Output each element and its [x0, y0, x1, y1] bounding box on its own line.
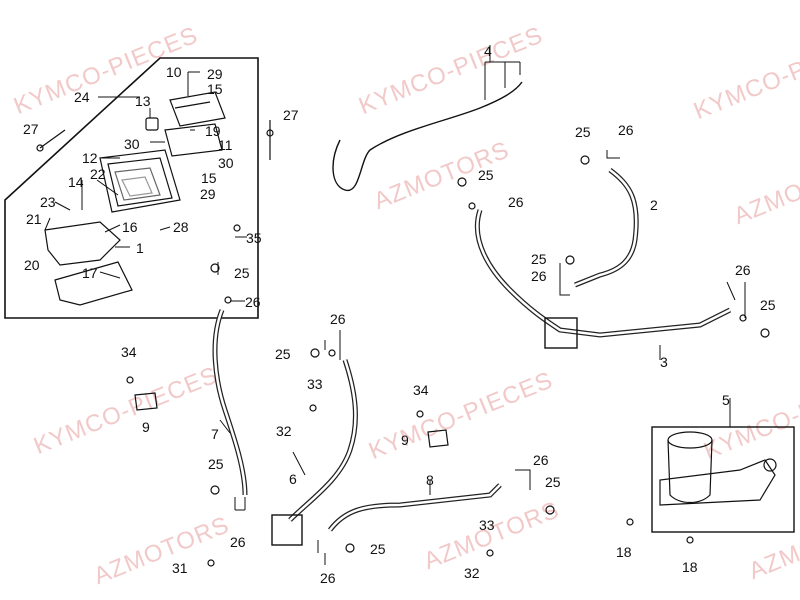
callout-32-center: 32	[464, 565, 480, 581]
callout-26-c: 26	[508, 194, 524, 210]
master-cylinder-reservoir	[99, 149, 181, 213]
lever-bracket	[44, 221, 121, 266]
callout-29-mid: 29	[200, 186, 216, 202]
callout-25-g: 25	[275, 346, 291, 362]
callout-33-center: 33	[479, 517, 495, 533]
assembly-frame	[4, 57, 259, 319]
callout-26-b: 26	[618, 122, 634, 138]
callout-10: 10	[166, 64, 182, 80]
leader-lines	[44, 45, 746, 565]
master-cylinder-frame	[651, 426, 795, 533]
callout-35: 35	[246, 230, 262, 246]
hose-8	[328, 483, 502, 532]
callout-26-d: 26	[531, 268, 547, 284]
callout-32-left: 32	[276, 423, 292, 439]
callout-26-f: 26	[230, 534, 246, 550]
callout-3: 3	[660, 354, 668, 370]
callout-25-c: 25	[478, 167, 494, 183]
callout-30-mid: 30	[218, 155, 234, 171]
callout-27-left: 27	[23, 121, 39, 137]
cable-4	[332, 81, 523, 191]
callout-7: 7	[211, 426, 219, 442]
screw-27-left	[36, 144, 44, 152]
junction-block-3	[544, 317, 578, 349]
clamp-13	[145, 117, 159, 131]
callout-21: 21	[26, 211, 42, 227]
callout-23: 23	[40, 194, 56, 210]
callout-31: 31	[172, 560, 188, 576]
callout-26-g: 26	[330, 311, 346, 327]
clip-9-center	[427, 429, 449, 448]
callout-5: 5	[722, 392, 730, 408]
callout-34-center: 34	[413, 382, 429, 398]
callout-27-right: 27	[283, 107, 299, 123]
callout-29-top: 29	[207, 66, 223, 82]
callout-26-h: 26	[533, 452, 549, 468]
reservoir-cap	[169, 91, 226, 127]
callout-12: 12	[82, 150, 98, 166]
callout-17: 17	[82, 265, 98, 281]
callout-25-h: 25	[545, 474, 561, 490]
callout-1: 1	[136, 240, 144, 256]
callout-20: 20	[24, 257, 40, 273]
callout-25-i: 25	[370, 541, 386, 557]
callout-14: 14	[68, 174, 84, 190]
callout-25-d: 25	[531, 251, 547, 267]
callout-25-b: 25	[575, 124, 591, 140]
lever-plate	[54, 261, 133, 306]
callout-6: 6	[289, 471, 297, 487]
callout-13: 13	[135, 93, 151, 109]
callout-25-f: 25	[208, 456, 224, 472]
callout-19: 19	[205, 123, 221, 139]
callout-18-right: 18	[682, 559, 698, 575]
callout-34-left: 34	[121, 344, 137, 360]
master-cylinder-5	[659, 431, 777, 506]
callout-26-e: 26	[735, 262, 751, 278]
clip-9-left	[134, 392, 158, 411]
callout-11: 11	[218, 137, 233, 153]
junction-block-6	[271, 514, 303, 546]
callout-25-a: 25	[234, 265, 250, 281]
callout-15-mid: 15	[201, 170, 217, 186]
callout-9-center: 9	[401, 432, 409, 448]
callout-18-left: 18	[616, 544, 632, 560]
callout-25-e: 25	[760, 297, 776, 313]
callout-26-i: 26	[320, 570, 336, 586]
callout-9-left: 9	[142, 419, 150, 435]
callout-33-left: 33	[307, 376, 323, 392]
callout-2: 2	[650, 197, 658, 213]
callout-30-top: 30	[124, 136, 140, 152]
callout-8: 8	[426, 472, 434, 488]
diaphragm	[164, 123, 223, 157]
callout-16: 16	[122, 219, 138, 235]
callout-24: 24	[74, 89, 90, 105]
callout-22: 22	[90, 166, 106, 182]
bolts	[126, 155, 770, 567]
callout-28: 28	[173, 219, 189, 235]
callout-26-a: 26	[245, 294, 261, 310]
callout-15-top: 15	[207, 81, 223, 97]
callout-4: 4	[484, 43, 492, 59]
